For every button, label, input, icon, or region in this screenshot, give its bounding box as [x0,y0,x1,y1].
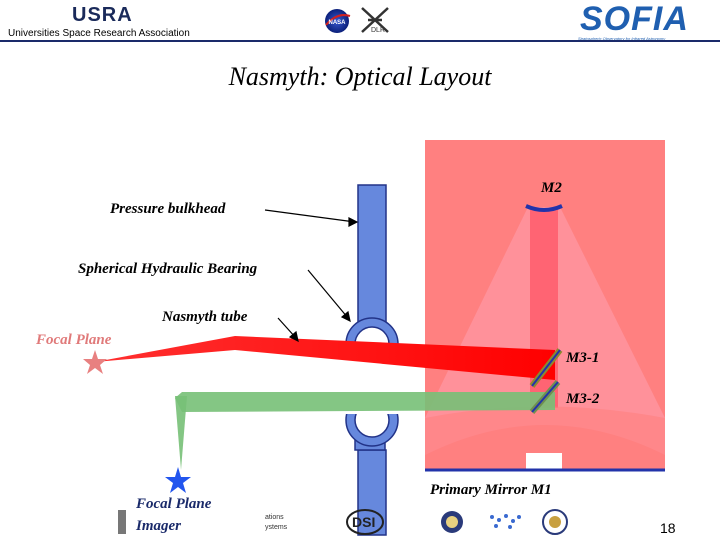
dsi-logo-icon [346,509,384,535]
arrow-spherical-bearing [307,269,349,319]
pressure-bulkhead-upper [357,184,387,326]
label-focal-plane: Focal Plane [36,332,112,348]
svg-text:NASA: NASA [328,20,346,26]
imager-icon [118,510,126,534]
primary-mirror-m1 [425,406,665,470]
usra-subtitle: Universities Space Research Association [8,28,190,39]
label-focal-plane-imager-line1: Focal Plane [136,496,212,512]
label-arrows [264,209,359,343]
label-focal-plane-imager-line2: Imager [136,518,181,534]
partner-text-line2: ystems [265,524,288,531]
imager-star-icon [165,467,191,493]
arrow-pressure-bulkhead [264,209,356,223]
partner-dots-logo-icon [487,512,523,530]
partner-round-logo-center [549,516,561,528]
label-m2: M2 [541,180,562,196]
usra-logo: USRA [72,4,133,26]
primary-mirror-hole [526,453,562,470]
header-divider [0,40,720,42]
sofia-logo: SOFIA [580,0,689,38]
page-number: 18 [660,520,676,536]
dlr-logo-icon [361,7,389,33]
dsi-logo: DSI [352,514,376,530]
secondary-mirror-m2 [525,204,563,212]
slide-title: Nasmyth: Optical Layout [228,62,492,91]
partner-seal-center [446,516,458,528]
dlr-logo-text: DLR [371,27,386,34]
label-spherical-bearing: Spherical Hydraulic Bearing [78,261,258,277]
red-beam [95,336,555,380]
green-beam-horizontal [175,392,555,412]
pressure-bulkhead-lower [357,449,387,536]
partner-text-line1: ations [265,514,284,521]
label-m3-1: M3-1 [566,350,600,366]
label-primary-mirror: Primary Mirror M1 [430,482,552,498]
nasa-logo-icon: NASA [325,9,351,33]
tertiary-mirror-m3-2-edge [531,381,559,413]
label-m3-2: M3-2 [566,391,600,407]
label-pressure-bulkhead: Pressure bulkhead [110,201,226,217]
focal-plane-star-icon [83,350,107,374]
sofia-subtitle: Stratospheric Observatory for Infrared A… [578,36,666,41]
tertiary-mirror-m3-1-edge [531,349,561,387]
label-nasmyth-tube: Nasmyth tube [162,309,248,325]
green-beam-vertical [175,396,187,470]
